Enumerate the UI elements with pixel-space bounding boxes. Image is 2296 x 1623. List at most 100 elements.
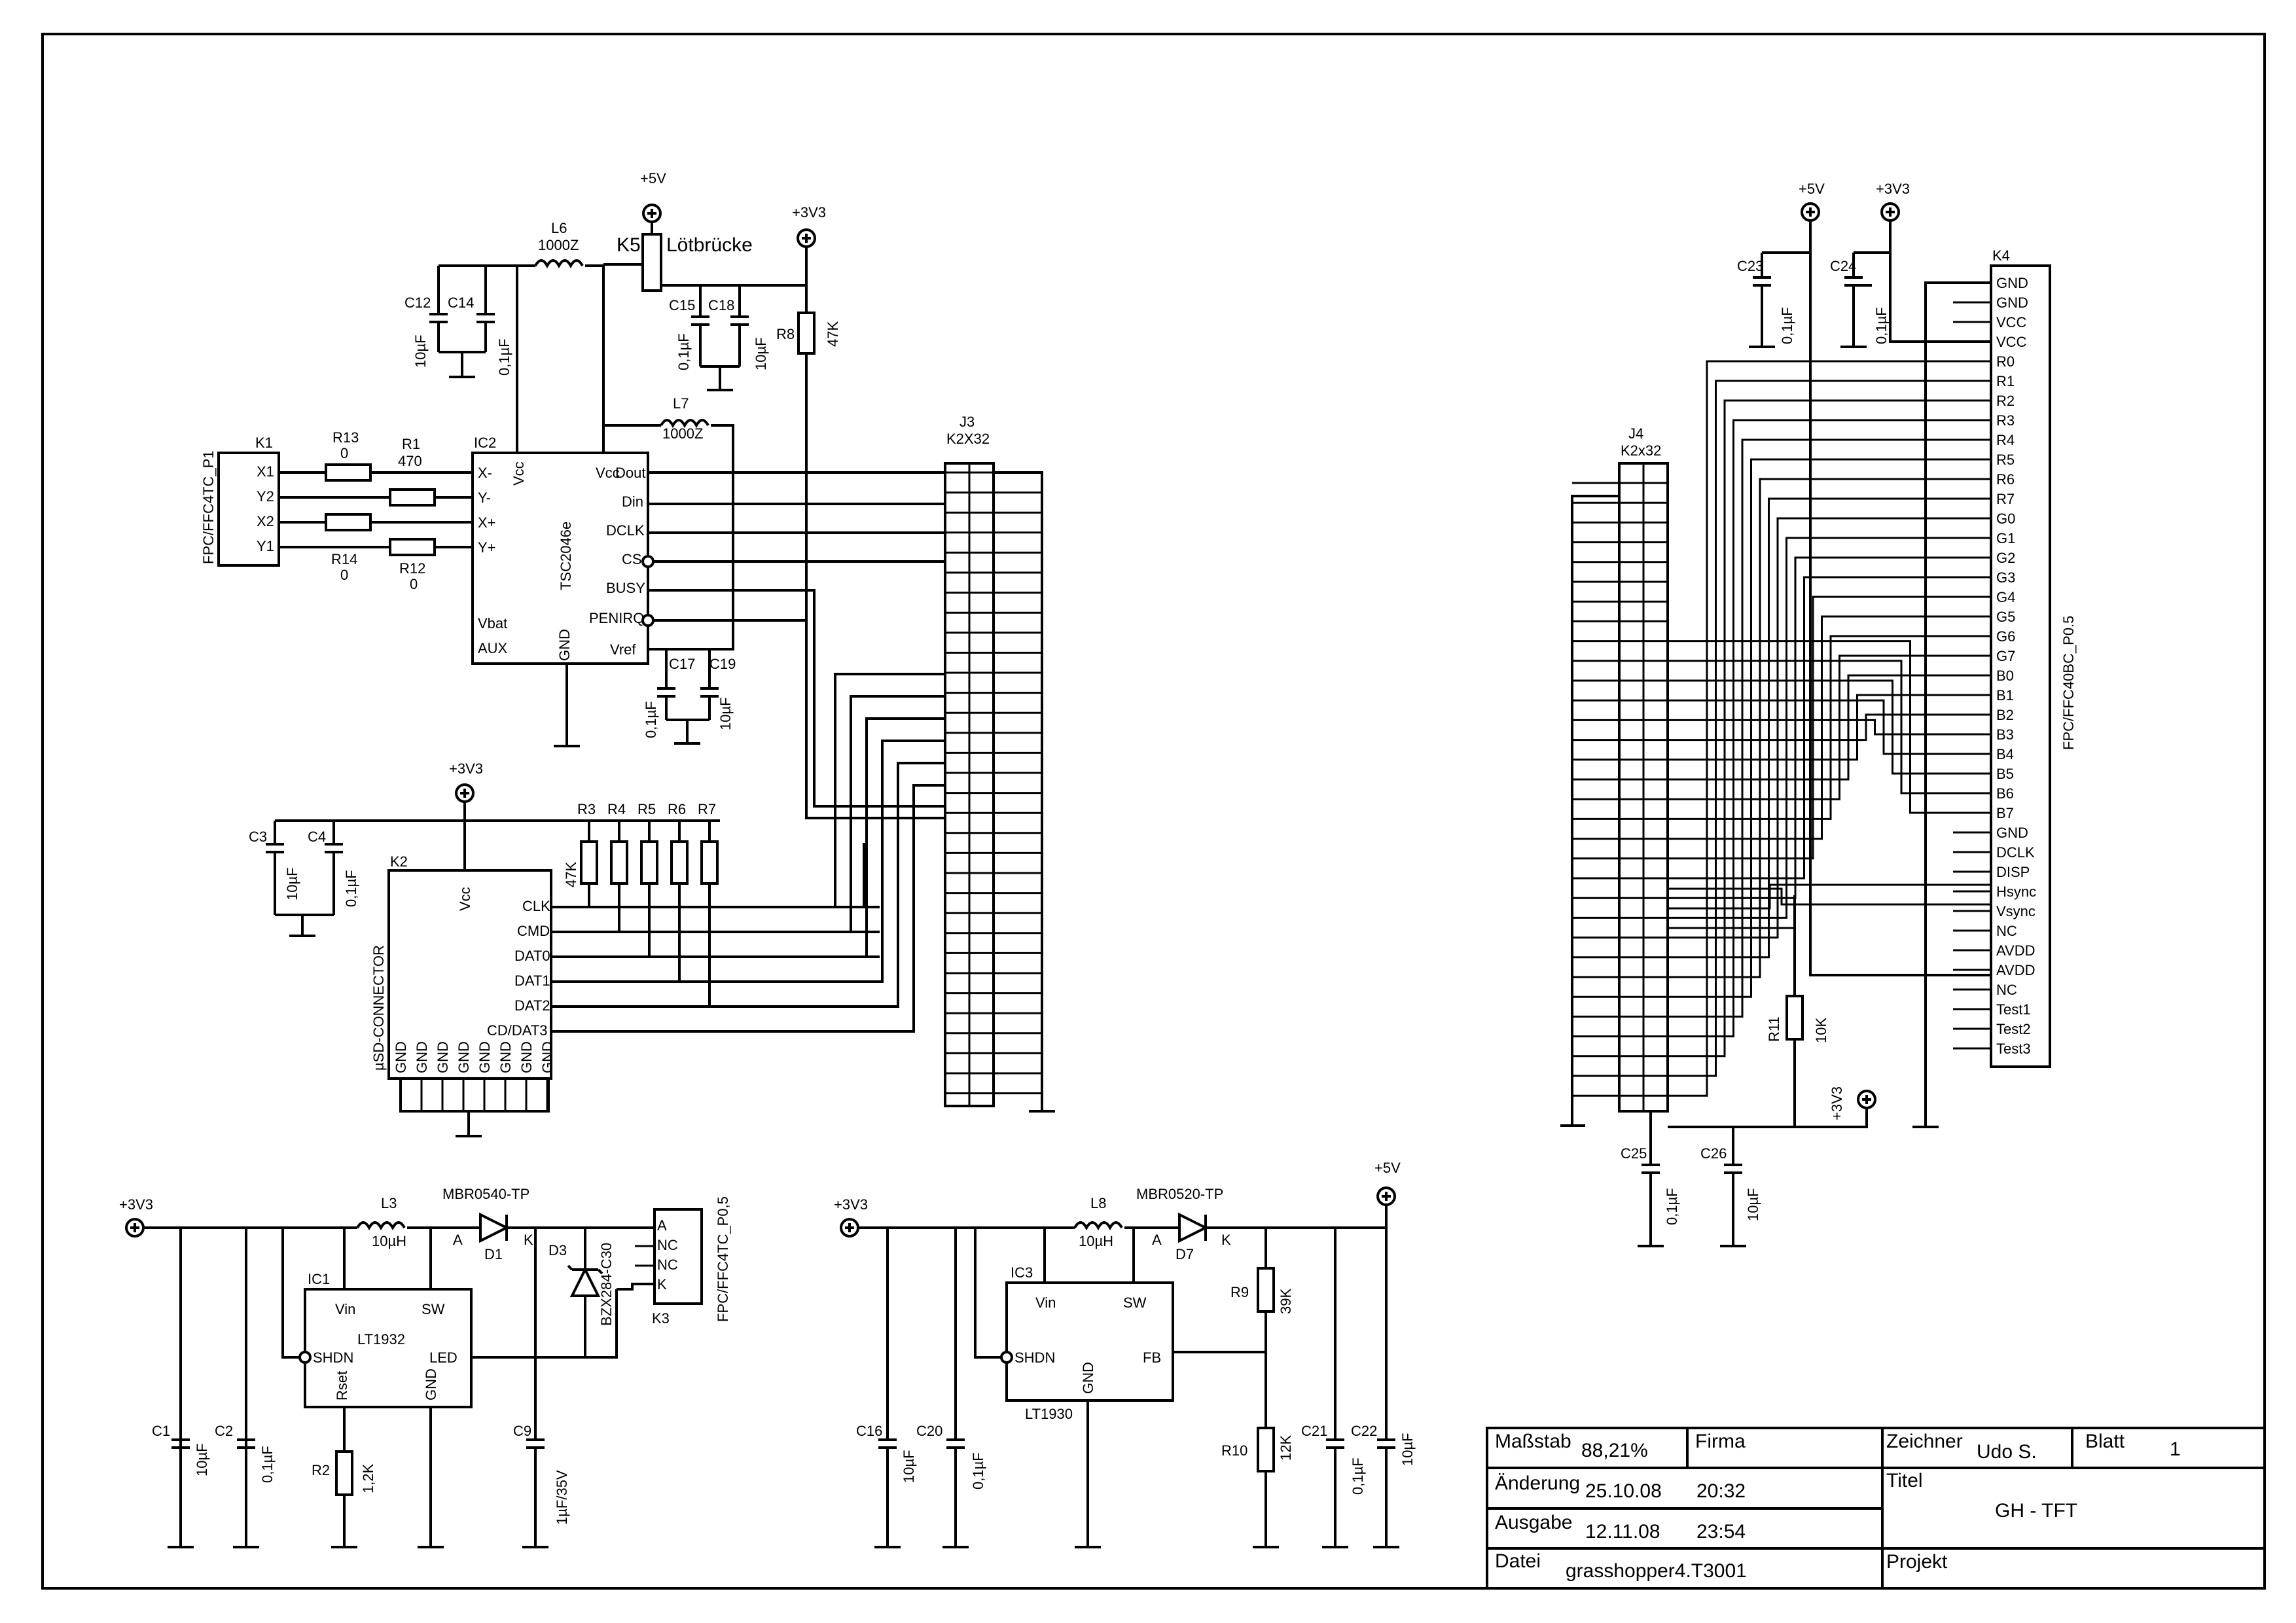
k2-gnd-label: GND [476,1041,493,1073]
k5-solder-bridge [641,233,662,292]
k4-pin-label: R4 [1996,432,2015,448]
ic3-ref: IC3 [1011,1264,1033,1281]
c17-label: C17 [669,656,695,672]
k2-pin-cddat3: CD/DAT3 [487,1022,548,1039]
tb-datei-label: Datei [1495,1550,1541,1572]
ic1-part: LT1932 [357,1331,405,1347]
sd-pullup-resistor [640,840,658,885]
c1-label: C1 [152,1423,170,1439]
j3-connector: J3 K2X32 [805,414,1055,1113]
ic3-part: LT1930 [1025,1406,1073,1422]
k1-part: FPC/FFC4TC_P1 [200,450,217,564]
k1-pin-y2: Y2 [257,488,274,505]
j4-connector: J4 K2x32 [1560,425,1669,1127]
k4-pin-label: G0 [1996,510,2015,527]
k3-pin-k: K [657,1276,667,1293]
c3-label: C3 [249,829,267,845]
r9-resistor [1257,1267,1275,1313]
r9-label: R9 [1230,1284,1249,1300]
c17-value: 0,1µF [643,701,659,738]
c23-value: 0,1µF [1779,307,1795,344]
ic2-pin-xm: X- [478,465,492,481]
k4-pin-label: AVDD [1996,942,2036,959]
l8-value: 10µH [1079,1233,1113,1249]
l6-value: 1000Z [538,237,579,253]
ic1-pin-shdn: SHDN [313,1349,353,1366]
k1-connector [217,452,280,567]
k2-gnd-label: GND [518,1041,535,1073]
c16-value: 10µF [901,1450,917,1483]
j3-part: K2X32 [946,431,990,447]
k4-pin-label: AVDD [1996,962,2036,978]
ic2-pin-vcc1: Vcc [511,461,527,486]
c15-value: 0,1µF [675,333,692,370]
k4-pin-label: G3 [1996,569,2015,586]
pwr-5v-k4-label: +5V [1799,181,1825,197]
k4-pin-label: B0 [1996,668,2014,684]
ic1-pin-gnd: GND [423,1368,439,1400]
k3-pin-nc1: NC [657,1237,678,1253]
d1-diode [479,1212,510,1243]
ic1-pin-led: LED [429,1349,457,1366]
k4-pin-label: G6 [1996,628,2015,645]
c26-value: 10µF [1745,1188,1761,1221]
k4-pin-label: NC [1996,982,2017,998]
sd-pullup-label: R5 [637,801,656,817]
k4-pin-label: G1 [1996,530,2015,546]
r11-resistor [1785,995,1804,1041]
ic1-ref: IC1 [308,1271,330,1287]
k3-ref: K3 [652,1310,670,1327]
c3-value: 10µF [284,867,300,901]
ic2-pin-vbat: Vbat [478,615,507,632]
c12-value: 10µF [412,334,429,368]
ic1-pin-sw: SW [422,1301,445,1317]
sd-pullup-label: R7 [698,801,716,817]
ic1-pin-vin: Vin [335,1301,355,1317]
l6-label: L6 [551,220,567,236]
k1-pin-y1: Y1 [257,538,274,554]
k4-pin-label: B3 [1996,726,2014,743]
d1-cathode: K [524,1232,533,1248]
k4-pin-label: B1 [1996,687,2014,704]
k4-pin-label: Test1 [1996,1001,2031,1018]
r14-value: 0 [340,567,348,583]
j3-penirq-trace [805,620,945,819]
r1-value: 470 [398,453,422,469]
pwr-3v3-r11-label: +3V3 [1829,1086,1845,1120]
r14-label: R14 [331,551,357,567]
d3-part: BZX284-C30 [598,1243,615,1326]
k4-pin-label: G2 [1996,550,2015,566]
ic3-chip [1005,1281,1174,1402]
sd-pullup-label: R3 [577,801,596,817]
ic3-pin-vin: Vin [1035,1294,1056,1311]
k2-pin-dat2: DAT2 [514,997,550,1014]
title-block: Maßstab 88,21% Firma Zeichner Udo S. Bla… [1486,1427,2266,1590]
led-driver-section: +3V3 L3 10µH MBR0540-TP D1 A K C1 10µF C… [119,1186,731,1548]
tb-datei-value: grasshopper4.T3001 [1566,1560,1747,1582]
pwr-5v-boost-label: +5V [1374,1160,1401,1176]
ic2-pin-cs: CS [622,551,642,567]
k4-pin-label: NC [1996,923,2017,939]
r13-value: 0 [340,445,348,461]
k3-pin-nc2: NC [657,1257,678,1273]
boost-section: +3V3 L8 10µH MBR0520-TP D7 A K +5V C16 1… [834,1160,1416,1548]
r13-resistor [325,463,372,482]
k4-pin-label: VCC [1996,314,2027,330]
k4-pin-label: R2 [1996,393,2015,409]
c9-value: 1µF/35V [554,1470,570,1525]
c18-label: C18 [708,297,734,313]
tb-zeichner-value: Udo S. [1977,1441,2037,1463]
k4-pin-label: GND [1996,825,2028,841]
tb-aenderung-date: 25.10.08 [1585,1480,1662,1502]
k4-pin-label: Hsync [1996,883,2036,900]
sd-pullup-resistor [700,840,719,885]
k2-gnd-label: GND [539,1041,556,1073]
ic2-pin-vref: Vref [610,641,636,658]
r2-value: 1,2K [360,1463,376,1493]
tb-massstab-value: 88,21% [1581,1440,1648,1461]
r2-resistor [335,1450,353,1496]
l7-label: L7 [673,395,689,412]
c24-value: 0,1µF [1873,307,1890,344]
tb-titel-label: Titel [1886,1470,1923,1491]
tb-blatt-value: 1 [2170,1438,2181,1460]
